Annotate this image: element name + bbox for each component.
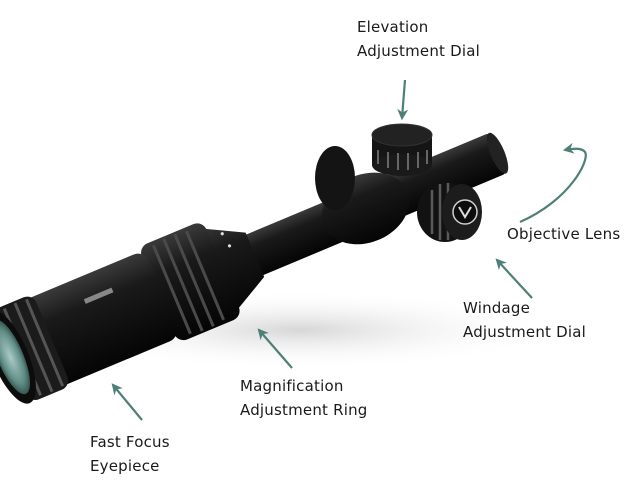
objective-end (486, 132, 509, 174)
eyepiece-label: Fast Focus Eyepiece (90, 430, 170, 478)
elevation-label: Elevation Adjustment Dial (357, 15, 480, 63)
elevation-dial (371, 123, 433, 176)
eyepiece-lens (0, 319, 30, 395)
elevation-label-line1: Elevation (357, 18, 429, 36)
magnification-arrow-icon (257, 328, 293, 369)
magnification-label-line2: Adjustment Ring (240, 401, 368, 419)
windage-arrow-icon (495, 258, 533, 299)
windage-label: Windage Adjustment Dial (463, 296, 586, 344)
windage-label-line2: Adjustment Dial (463, 323, 586, 341)
objective-arrow-icon (519, 142, 587, 224)
magnification-label-line1: Magnification (240, 377, 344, 395)
eyepiece-label-line1: Fast Focus (90, 433, 170, 451)
magnification-ring-grip (151, 230, 225, 335)
side-dial (315, 146, 355, 210)
windage-dial (417, 182, 482, 242)
elevation-arrow-icon (397, 79, 409, 121)
elevation-label-line2: Adjustment Dial (357, 42, 480, 60)
brand-logo-icon (452, 199, 478, 225)
scope-body (0, 132, 509, 404)
focus-ring (0, 296, 69, 401)
windage-label-line1: Windage (463, 299, 531, 317)
magnification-label: Magnification Adjustment Ring (240, 374, 368, 422)
eyepiece-label-line2: Eyepiece (90, 457, 160, 475)
model-badge (83, 287, 114, 304)
eyepiece-arrow-icon (111, 383, 143, 421)
objective-lens-label: Objective Lens (507, 225, 621, 243)
